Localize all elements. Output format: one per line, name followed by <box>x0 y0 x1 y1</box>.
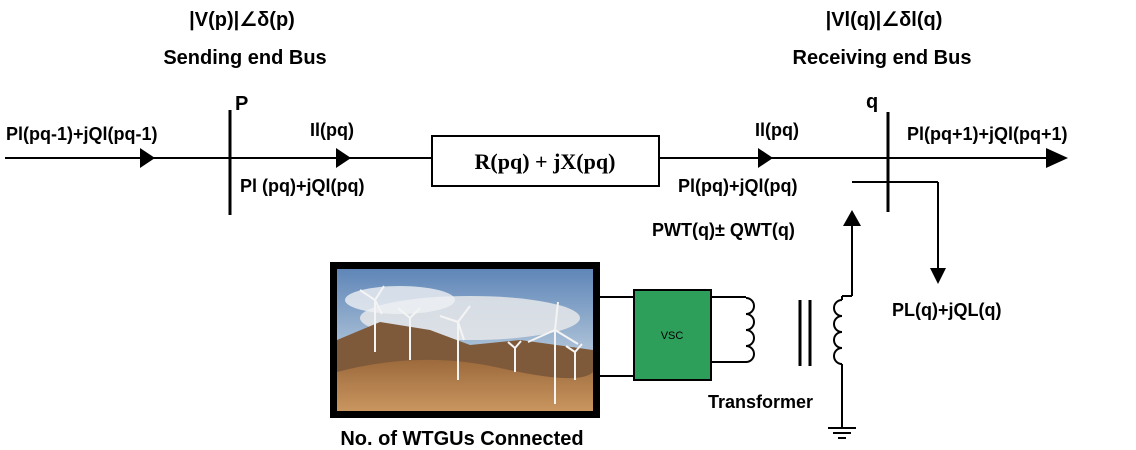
sending-current-label: Il(pq) <box>310 120 354 140</box>
outgoing-power-label: Pl(pq+1)+jQl(pq+1) <box>907 124 1068 144</box>
receiving-bus-voltage: |Vl(q)|∠δl(q) <box>826 9 943 31</box>
receiving-bus-title: Receiving end Bus <box>793 47 972 69</box>
receiving-bus-node: q <box>866 91 878 113</box>
sending-bus-node: P <box>235 93 248 115</box>
wind-farm-image <box>330 262 600 418</box>
wind-farm-caption: No. of WTGUs Connected <box>340 428 583 450</box>
incoming-power-label: Pl(pq-1)+jQl(pq-1) <box>6 124 158 144</box>
transformer-secondary-coil <box>833 295 852 365</box>
incoming-flow-arrow <box>140 148 155 168</box>
receiving-power-label: Pl(pq)+jQl(pq) <box>678 176 797 196</box>
receiving-current-label: Il(pq) <box>755 120 799 140</box>
line-impedance-label: R(pq) + jX(pq) <box>475 149 616 174</box>
receiving-current-arrow <box>758 148 773 168</box>
outgoing-arrow-head <box>1046 148 1068 168</box>
injection-arrow-head <box>843 210 861 226</box>
sending-current-arrow <box>336 148 351 168</box>
line-impedance-box <box>431 135 660 187</box>
sending-bus-title: Sending end Bus <box>163 47 326 69</box>
transformer-label: Transformer <box>708 392 813 412</box>
ground-icon <box>828 427 856 439</box>
sending-bus-voltage: |V(p)|∠δ(p) <box>189 9 295 31</box>
transformer-primary-coil <box>745 297 755 363</box>
sending-power-label: Pl (pq)+jQl(pq) <box>240 176 364 196</box>
wind-injection-label: PWT(q)± QWT(q) <box>652 220 795 240</box>
vsc-box <box>633 289 712 381</box>
load-label: PL(q)+jQL(q) <box>892 300 1001 320</box>
vsc-label: VSC <box>661 330 684 342</box>
load-arrow-head <box>930 268 946 284</box>
